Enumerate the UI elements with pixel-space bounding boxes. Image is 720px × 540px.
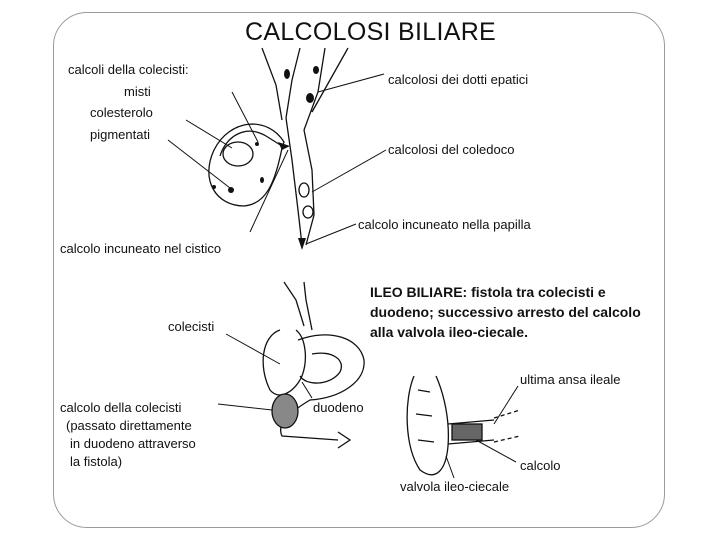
label-passato-2: in duodeno attraverso xyxy=(70,436,196,451)
label-valvola: valvola ileo-ciecale xyxy=(400,479,510,494)
ileo-biliare-text: ILEO BILIARE: fistola tra colecisti e du… xyxy=(370,284,641,340)
label-calcolo-cistico: calcolo incuneato nel cistico xyxy=(60,241,222,256)
label-dotti-epatici: calcolosi dei dotti epatici xyxy=(388,72,529,87)
label-calcolo: calcolo xyxy=(520,458,561,473)
page-title: CALCOLOSI BILIARE xyxy=(245,18,497,46)
label-colecisti: colecisti xyxy=(168,319,215,334)
label-passato-3: la fistola) xyxy=(70,454,123,469)
terminal-ileum xyxy=(447,419,495,445)
label-misti: misti xyxy=(124,84,151,99)
label-colesterolo: colesterolo xyxy=(90,105,153,120)
cholesterol-stone xyxy=(222,141,254,167)
label-calcolo-colecisti: calcolo della colecisti xyxy=(60,400,182,415)
common-bile-duct xyxy=(285,117,315,246)
label-coledoco: calcolosi del coledoco xyxy=(388,142,515,157)
gallbladder xyxy=(208,123,285,207)
label-passato-1: (passato direttamente xyxy=(66,418,192,433)
label-papilla: calcolo incuneato nella papilla xyxy=(358,217,531,232)
label-ultima-ansa: ultima ansa ileale xyxy=(520,372,621,387)
label-pigmentati: pigmentati xyxy=(90,127,150,142)
hepatic-ducts xyxy=(261,47,349,131)
slide-frame xyxy=(53,12,665,528)
cecum xyxy=(406,375,450,476)
label-calcoli-colecisti: calcoli della colecisti: xyxy=(68,62,189,77)
impacted-stone xyxy=(451,423,483,441)
label-duodeno: duodeno xyxy=(313,400,364,415)
gallstone xyxy=(271,393,299,429)
